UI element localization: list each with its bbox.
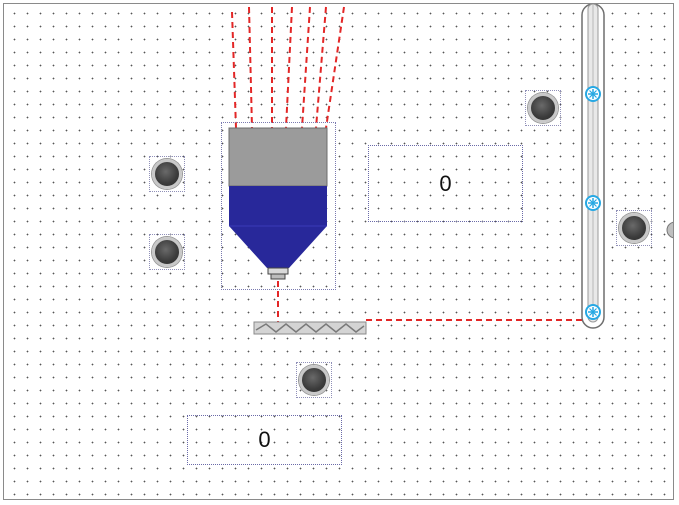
inlet-feed-lines: [231, 6, 345, 129]
hmi-canvas: 0 0: [3, 3, 674, 500]
offscreen-lamp-icon: [666, 221, 673, 239]
indicator-lamp-icon: [619, 213, 649, 243]
feed-line-5: [301, 6, 311, 129]
indicator-lamp-left-lower[interactable]: [149, 234, 185, 270]
feed-line-1: [231, 11, 237, 129]
readout-upper[interactable]: 0: [368, 145, 523, 222]
feed-line-7: [325, 6, 345, 129]
silo-icon[interactable]: [228, 127, 328, 280]
feed-line-6: [315, 6, 327, 129]
indicator-lamp-top-right[interactable]: [525, 90, 561, 126]
process-diagram: [228, 4, 673, 335]
rotary-valve-icon[interactable]: [585, 195, 601, 211]
bucket-elevator-icon[interactable]: [581, 4, 605, 329]
indicator-lamp-icon: [528, 93, 558, 123]
feed-line-2: [248, 6, 253, 129]
readout-upper-value: 0: [439, 170, 452, 196]
screw-conveyor-icon[interactable]: [253, 321, 367, 335]
indicator-lamp-elevator[interactable]: [616, 210, 652, 246]
indicator-lamp-icon: [299, 365, 329, 395]
feed-line-4: [285, 6, 293, 129]
indicator-lamp-conveyor[interactable]: [296, 362, 332, 398]
readout-lower-value: 0: [258, 427, 271, 452]
readout-lower[interactable]: 0: [187, 415, 342, 465]
indicator-lamp-icon: [152, 159, 182, 189]
silo-selection-box: [221, 122, 336, 290]
indicator-lamp-icon: [152, 237, 182, 267]
rotary-valve-icon[interactable]: [585, 304, 601, 320]
indicator-lamp-left-upper[interactable]: [149, 156, 185, 192]
rotary-valve-icon[interactable]: [585, 86, 601, 102]
